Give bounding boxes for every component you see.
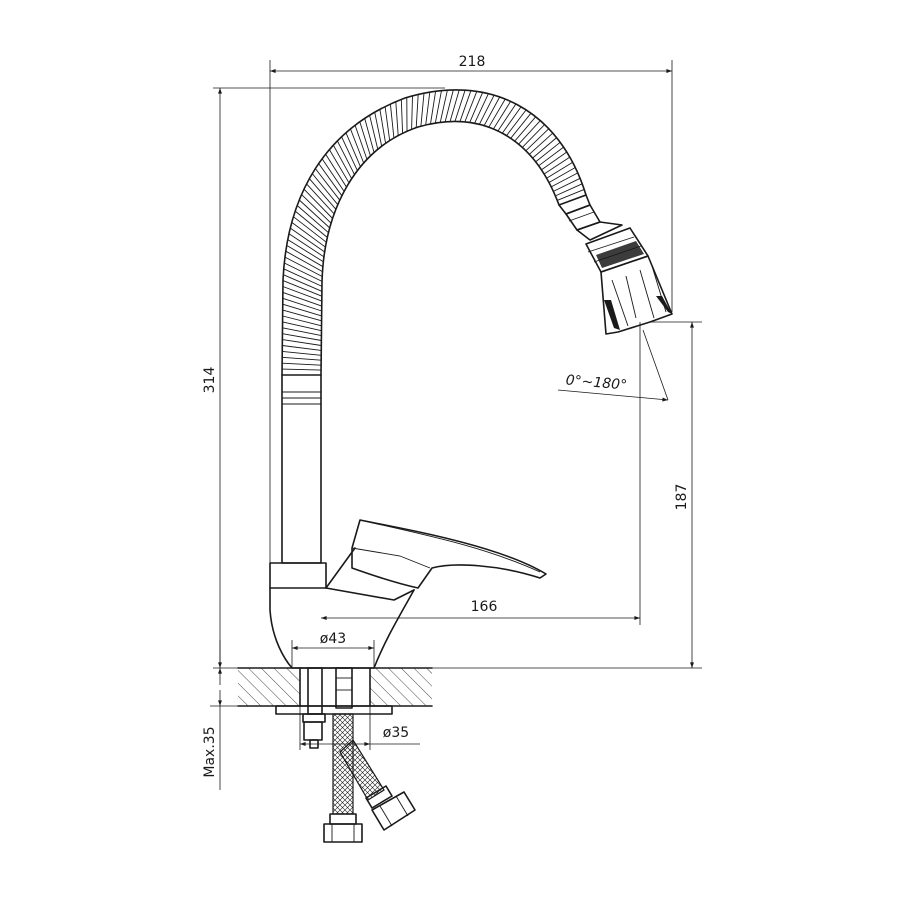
dimension-314: 314: [202, 87, 445, 669]
hose-ribs: [282, 89, 587, 376]
flexible-spout-hose: [281, 89, 587, 376]
aerator-head: [558, 194, 673, 335]
supply-hoses: [323, 713, 416, 843]
dimension-218: 218: [269, 54, 673, 563]
lever-handle[interactable]: [351, 519, 547, 589]
dimension-187: 187: [432, 321, 702, 669]
dimension-166-label: 166: [471, 599, 498, 615]
dimension-166: 166: [320, 322, 641, 625]
dimension-max35: Max.35: [202, 640, 238, 790]
dimension-o35: ø35: [299, 706, 420, 750]
dimension-218-label: 218: [459, 54, 486, 70]
dimension-187-label: 187: [674, 484, 690, 511]
dimension-angle: 0°~180°: [557, 329, 669, 402]
dimension-o35-label: ø35: [383, 725, 409, 741]
dimension-o43: ø43: [291, 631, 375, 668]
hose-rib-lines: [282, 89, 587, 376]
dimension-angle-label: 0°~180°: [565, 372, 628, 393]
countertop-section: [237, 667, 433, 707]
dimension-314-label: 314: [202, 367, 218, 394]
spout-stem: [281, 374, 322, 564]
dimension-o43-label: ø43: [320, 631, 346, 647]
dimension-max35-label: Max.35: [202, 726, 218, 777]
